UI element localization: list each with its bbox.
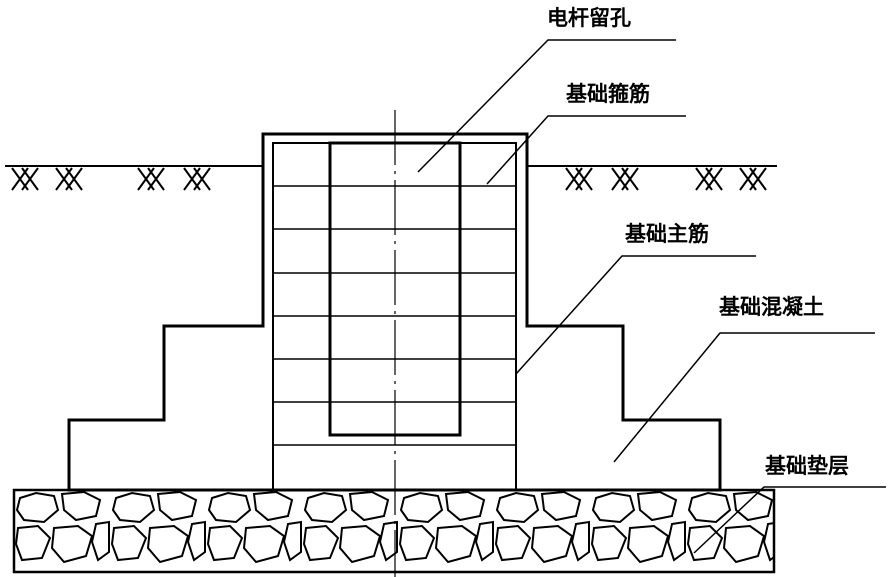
leader-main-bar (515, 255, 756, 375)
stirrup-label: 基础箍筋 (566, 82, 650, 106)
soil-hatch-marks (11, 167, 767, 191)
soil-hatch-2 (55, 167, 83, 191)
soil-hatch-6 (611, 167, 639, 191)
leader-concrete (613, 332, 875, 463)
soil-hatch-3 (137, 167, 165, 191)
foundation-concrete-outline (67, 132, 722, 492)
soil-hatch-1 (11, 167, 39, 191)
leader-stirrup (486, 115, 686, 185)
leader-lines (417, 39, 886, 554)
leader-cushion (693, 486, 886, 554)
leader-pole-hole (417, 39, 676, 173)
concrete-label: 基础混凝土 (719, 295, 824, 319)
soil-hatch-8 (739, 167, 767, 191)
soil-hatch-4 (183, 167, 211, 191)
pole-hole-label: 电杆留孔 (547, 6, 631, 30)
soil-hatch-7 (695, 167, 723, 191)
cushion-layer (12, 488, 776, 574)
soil-hatch-5 (565, 167, 593, 191)
cushion-label: 基础垫层 (765, 454, 849, 478)
main-bar-label: 基础主筋 (625, 222, 709, 246)
